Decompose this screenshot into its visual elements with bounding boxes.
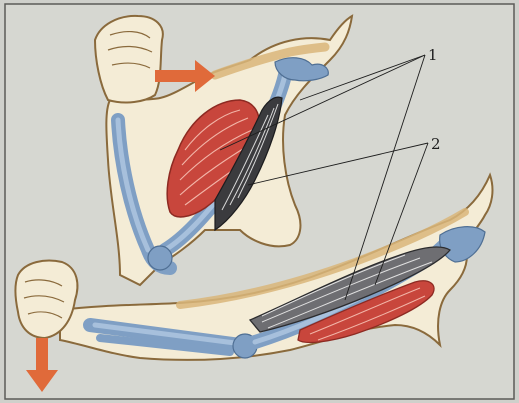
elbow-joint-top <box>148 246 172 270</box>
callout-label-2: 2 <box>431 135 441 153</box>
fist-top <box>95 16 163 103</box>
callout-label-1: 1 <box>428 46 438 64</box>
